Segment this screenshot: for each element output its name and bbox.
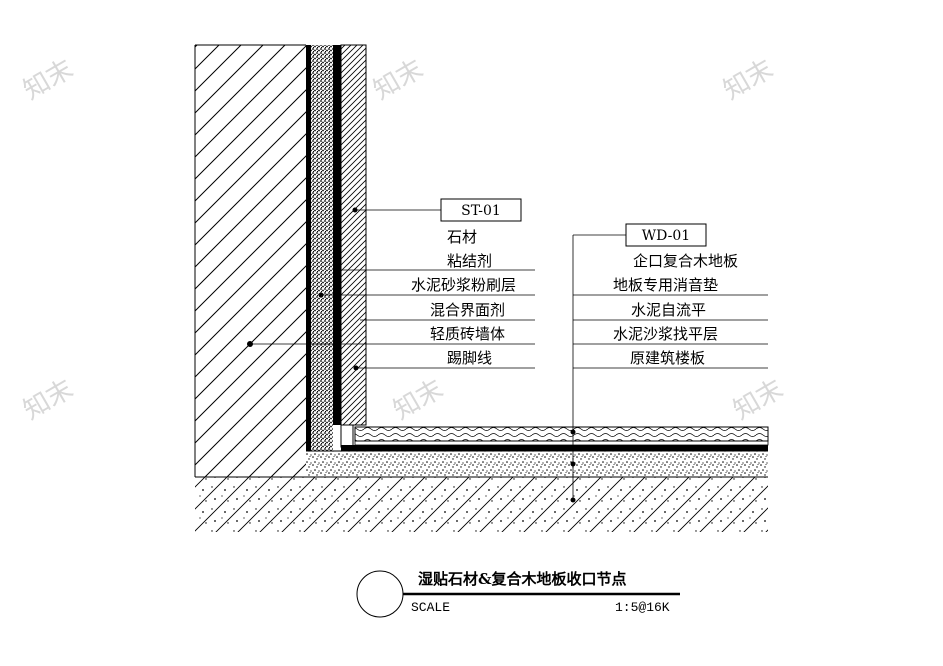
scale-label: SCALE <box>411 600 450 615</box>
floor-layer-label: 地板专用消音垫 <box>613 276 718 294</box>
floor-layer-label: 水泥沙浆找平层 <box>613 325 718 343</box>
floor-layer-label: 水泥自流平 <box>631 301 706 319</box>
title-block: 湿贴石材&复合木地板收口节点 SCALE 1:5@16K <box>356 570 680 618</box>
wall-layer-label: 水泥砂浆粉刷层 <box>411 276 516 294</box>
watermark: 知末 <box>19 374 79 426</box>
underlay-layer <box>354 440 769 446</box>
floor-material-tag-text: WD-01 <box>642 228 690 244</box>
interface-agent-layer <box>306 45 311 451</box>
skirting-board <box>340 424 354 448</box>
wall-material-tag <box>440 198 522 222</box>
wood-flooring <box>354 426 769 442</box>
wall-layer-label: 混合界面剂 <box>430 301 505 319</box>
structural-slab <box>195 477 768 532</box>
floor-layer-label: 企口复合木地板 <box>633 252 738 270</box>
wall-leader: ST-01 石材 粘结剂 水泥砂浆粉刷层 混合界面剂 轻质砖墙体 踢脚线 <box>247 198 535 371</box>
watermark: 知末 <box>719 54 779 106</box>
watermark: 知末 <box>389 374 449 426</box>
brick-wall <box>195 45 306 477</box>
watermark: 知末 <box>729 374 789 426</box>
floor-leader: WD-01 企口复合木地板 地板专用消音垫 水泥自流平 水泥沙浆找平层 原建筑楼… <box>570 223 768 503</box>
adhesive-layer <box>333 45 341 425</box>
wall-layer-label: 粘结剂 <box>447 252 492 270</box>
stone-cladding <box>340 44 367 426</box>
drawing-title: 湿贴石材&复合木地板收口节点 <box>418 570 627 588</box>
wall-layer-label: 踢脚线 <box>447 349 492 367</box>
watermark: 知末 <box>369 54 429 106</box>
wall-layer-label: 石材 <box>447 228 477 246</box>
screed-layer <box>306 451 768 477</box>
plaster-layer <box>311 45 333 451</box>
floor-layer-label: 原建筑楼板 <box>630 349 705 367</box>
wall-layer-label: 轻质砖墙体 <box>430 325 505 343</box>
detail-number-circle <box>356 570 404 618</box>
self-levelling-layer <box>341 445 768 451</box>
scale-value: 1:5@16K <box>615 600 670 615</box>
watermark: 知末 <box>19 54 79 106</box>
wall-material-tag-text: ST-01 <box>461 203 501 219</box>
